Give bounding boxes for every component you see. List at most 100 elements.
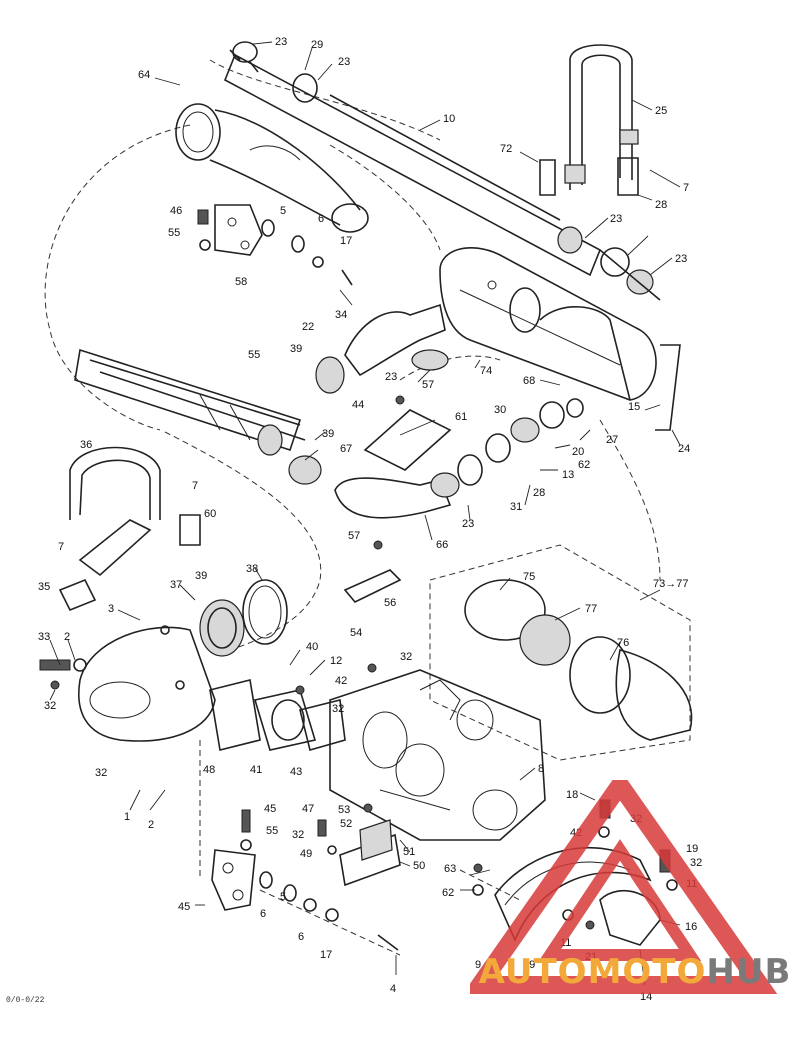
callout-label: 75: [523, 571, 535, 583]
callout-label: 58: [235, 276, 247, 288]
callout-label: 32: [95, 767, 107, 779]
callout-label: 23: [610, 213, 622, 225]
callout-label: 1: [124, 811, 130, 823]
watermark-word-2: HUB: [706, 952, 792, 992]
callout-label: 6: [298, 931, 304, 943]
callout-label: 67: [340, 443, 352, 455]
callout-label: 57: [422, 379, 434, 391]
callout-label: 53: [338, 804, 350, 816]
callout-label: 27: [606, 434, 618, 446]
callout-label: 41: [250, 764, 262, 776]
callout-label: 23: [462, 518, 474, 530]
callout-label: 3: [108, 603, 114, 615]
watermark-triangle-icon: [462, 769, 778, 994]
callout-label: 40: [306, 641, 318, 653]
callout-label: 55: [168, 227, 180, 239]
callout-label: 29: [311, 39, 323, 51]
callout-label: 42: [335, 675, 347, 687]
exhaust-manifold: [175, 103, 369, 233]
callout-label: 61: [455, 411, 467, 423]
callout-label: 19: [686, 843, 698, 855]
callout-label: 12: [330, 655, 342, 667]
callout-label: 17: [340, 235, 352, 247]
callout-label: 55: [266, 825, 278, 837]
callout-label: 32: [690, 857, 702, 869]
callout-label: 23: [275, 36, 287, 48]
callout-label: 48: [203, 764, 215, 776]
callout-label: 63: [444, 863, 456, 875]
callout-label: 7: [58, 541, 64, 553]
callout-label: 62: [442, 887, 454, 899]
callout-label: 2: [148, 819, 154, 831]
resonator-tubes: [74, 348, 322, 485]
callout-label: 33: [38, 631, 50, 643]
watermark-text: AUTOMOTOHUB: [470, 952, 800, 992]
callout-label: 57: [348, 530, 360, 542]
callout-label: 5: [280, 205, 286, 217]
callout-label: 28: [655, 199, 667, 211]
callout-label: 11: [560, 937, 571, 949]
callout-label: 6: [260, 908, 266, 920]
callout-label: 7: [192, 480, 198, 492]
callout-label: 50: [413, 860, 425, 872]
callout-label: 23: [675, 253, 687, 265]
callout-label: 72: [500, 143, 512, 155]
callout-label: 52: [340, 818, 352, 830]
adapters: [209, 679, 346, 751]
callout-label: 55: [248, 349, 260, 361]
callout-label: 39: [290, 343, 302, 355]
callout-label: 17: [320, 949, 332, 961]
callout-label: 47: [302, 803, 314, 815]
callout-label: 31: [510, 501, 522, 513]
strap: [564, 44, 639, 190]
callout-label: 6: [318, 213, 324, 225]
callout-label: 32: [292, 829, 304, 841]
callout-label: 36: [80, 439, 92, 451]
callout-label: 56: [384, 597, 396, 609]
callout-label: 38: [246, 563, 258, 575]
callout-label: 24: [678, 443, 690, 455]
callout-label: 74: [480, 365, 492, 377]
flange-58: [197, 204, 353, 286]
callout-label: 18: [566, 789, 578, 801]
callout-label: 20: [572, 446, 584, 458]
gaskets: [199, 579, 288, 657]
callout-label: 30: [494, 404, 506, 416]
callout-label: 8: [538, 763, 544, 775]
callout-label: 73→77: [653, 578, 688, 590]
callout-label: 32: [332, 703, 344, 715]
callout-numbers: 23 29 23 64 10 25 72 7 28 46 5 6 17 55 5…: [38, 36, 702, 1003]
brackets: [539, 157, 639, 196]
callout-label: 77: [585, 603, 597, 615]
rotary-valve-cover: [39, 625, 216, 742]
callout-label: 39: [322, 428, 334, 440]
muffler: [439, 247, 681, 431]
callout-label: 68: [523, 375, 535, 387]
callout-label: 45: [178, 901, 190, 913]
callout-label: 13: [562, 469, 574, 481]
callout-label: 10: [443, 113, 455, 125]
callout-label: 64: [138, 69, 150, 81]
callout-label: 16: [685, 921, 697, 933]
callout-label: 2: [64, 631, 70, 643]
plates: [343, 395, 452, 603]
callout-label: 23: [338, 56, 350, 68]
callout-label: 54: [350, 627, 362, 639]
callout-label: 34: [335, 309, 347, 321]
callout-label: 76: [617, 637, 629, 649]
callout-label: 49: [300, 848, 312, 860]
drawing-code: 0/0-0/22: [6, 996, 45, 1005]
callout-label: 66: [436, 539, 448, 551]
watermark-logo: AUTOMOTOHUB: [462, 769, 800, 1020]
air-silencer-box: [429, 544, 693, 761]
callout-label: 32: [400, 651, 412, 663]
callout-label: 7: [683, 182, 689, 194]
callout-label: 44: [352, 399, 364, 411]
callout-label: 5: [280, 891, 286, 903]
tailpipe-assembly: [223, 41, 661, 301]
leader-lines: [49, 41, 681, 986]
callout-label: 46: [170, 205, 182, 217]
callout-label: 51: [403, 846, 415, 858]
engine-block: [295, 663, 546, 841]
